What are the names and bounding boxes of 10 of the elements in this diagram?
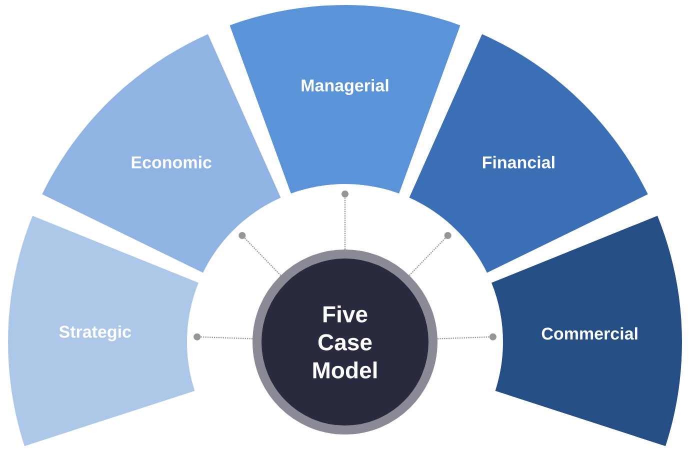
leader-line — [194, 333, 253, 340]
leader-line — [408, 232, 452, 276]
sector-segment: Managerial — [230, 5, 460, 194]
sector-segment: Financial — [409, 34, 648, 273]
sector-segment: Strategic — [8, 216, 198, 446]
leader-line — [238, 232, 282, 276]
leader-line — [342, 190, 348, 250]
leader-line — [437, 333, 496, 340]
sector-segment: Commercial — [492, 216, 682, 446]
sector-segment: Economic — [42, 34, 281, 273]
